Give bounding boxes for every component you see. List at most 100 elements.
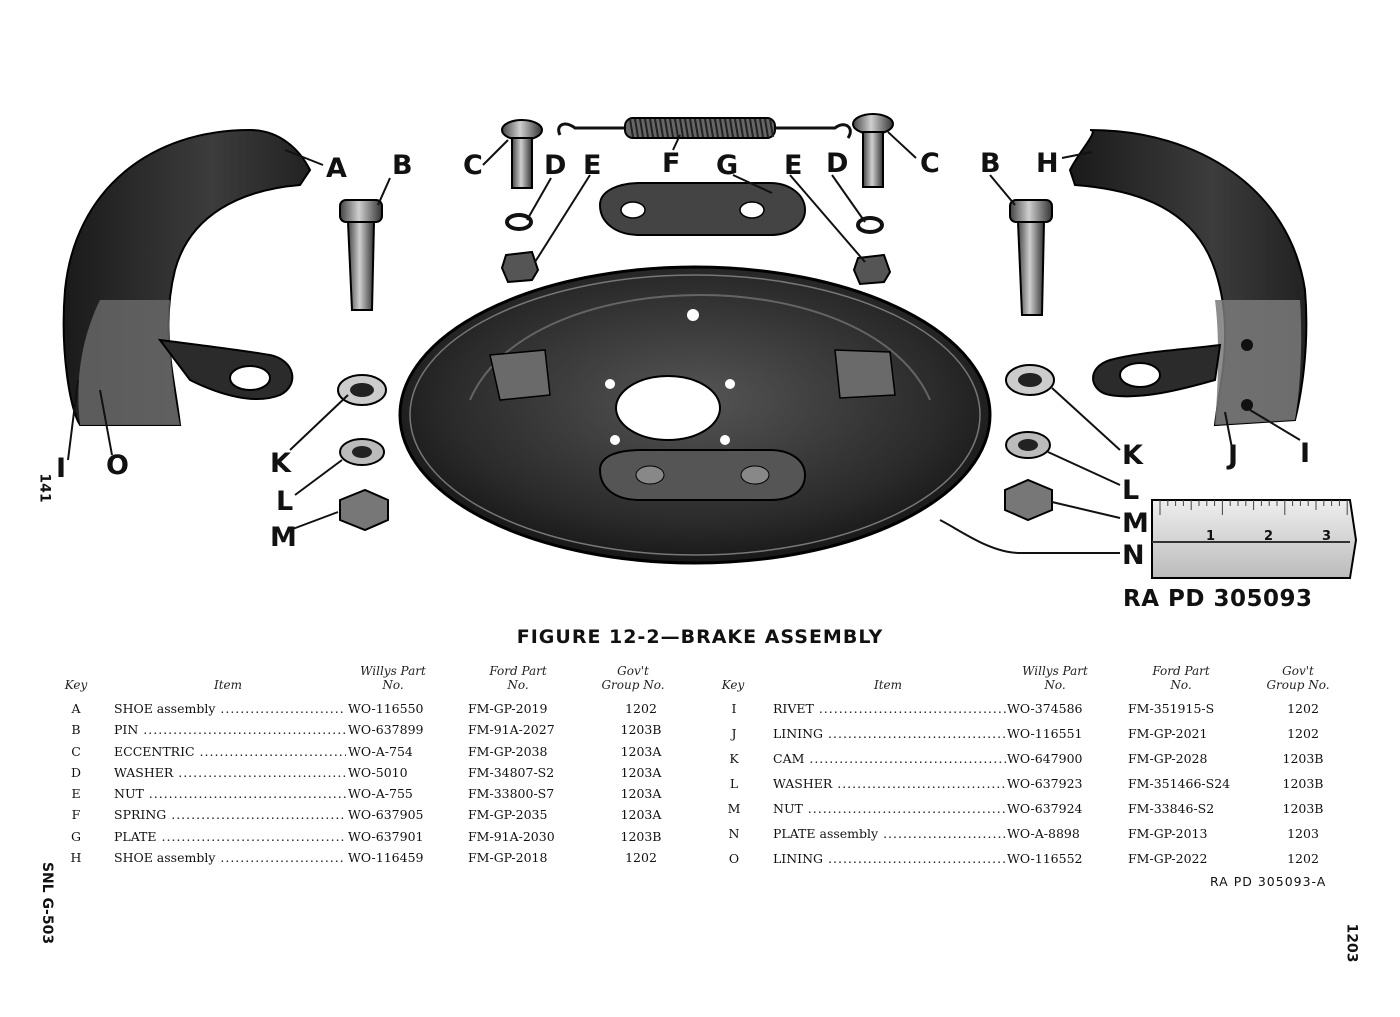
cell-item: SPRING	[114, 807, 346, 822]
backing-plate	[398, 265, 992, 565]
cell-willys: WO-374586	[1007, 701, 1083, 716]
cell-key: J	[731, 726, 737, 741]
cell-willys: WO-A-755	[348, 786, 413, 802]
callout-e-right: E	[784, 150, 803, 181]
parts-table-left: Key Item Willys Part No. Ford Part No. G…	[58, 662, 698, 868]
cell-item: ECCENTRIC	[114, 744, 346, 759]
table-header: Key Item Willys Part No. Ford Part No. G…	[718, 662, 1354, 698]
callout-l-right: L	[1122, 475, 1140, 506]
left-eccentric	[501, 119, 543, 189]
cell-key: I	[731, 701, 737, 716]
cell-govt: 1202	[625, 701, 657, 716]
cell-ford: FM-GP-2019	[468, 701, 548, 716]
cell-item: CAM	[773, 751, 1007, 766]
cell-govt: 1203	[1287, 826, 1319, 841]
cell-willys: WO-637905	[348, 807, 424, 823]
cell-item: NUT	[114, 786, 346, 801]
callout-c-right: C	[920, 148, 940, 179]
right-washer	[1005, 431, 1051, 459]
cell-key: H	[70, 850, 82, 866]
cell-willys: WO-A-754	[348, 743, 413, 759]
cell-key: L	[729, 776, 739, 791]
right-eccentric	[852, 113, 894, 188]
callout-k-left: K	[270, 448, 291, 479]
right-eccentric-nut	[852, 253, 892, 286]
header-item: Item	[873, 678, 903, 692]
callout-i-left: I	[56, 453, 67, 484]
adjusting-plate	[598, 182, 807, 236]
left-cam	[337, 374, 387, 406]
header-item: Item	[213, 678, 243, 692]
figure-title: FIGURE 12-2—BRAKE ASSEMBLY	[516, 626, 884, 648]
left-brake-shoe	[62, 128, 312, 426]
cell-willys: WO-116459	[348, 850, 424, 866]
cell-key: F	[71, 807, 81, 823]
cell-key: O	[728, 851, 740, 866]
leader-lines	[67, 131, 1301, 554]
brake-assembly-illustration: 123	[62, 113, 1358, 579]
callout-i-right: I	[1300, 438, 1311, 469]
cell-key: D	[70, 764, 82, 780]
callout-m-left: M	[270, 522, 297, 553]
callout-d-right: D	[826, 148, 849, 179]
callout-j: J	[1228, 440, 1239, 471]
cell-govt: 1203B	[1282, 751, 1324, 766]
cell-ford: FM-33846-S2	[1128, 801, 1215, 816]
cell-govt: 1202	[1287, 726, 1319, 741]
table-header: Key Item Willys Part No. Ford Part No. G…	[58, 662, 698, 698]
cell-ford: FM-351466-S24	[1128, 776, 1231, 791]
cell-willys: WO-116552	[1007, 851, 1083, 866]
cell-item: SHOE assembly	[114, 850, 346, 865]
cell-ford: FM-GP-2028	[1128, 751, 1208, 766]
cell-item: RIVET	[773, 701, 1007, 716]
cell-key: A	[71, 701, 81, 716]
right-lock-washer	[856, 216, 884, 234]
left-pin	[339, 199, 383, 311]
right-pin	[1009, 199, 1053, 316]
cell-willys: WO-116551	[1007, 726, 1083, 741]
header-govt: Gov't Group No.	[601, 664, 665, 692]
cell-govt: 1203B	[1282, 801, 1324, 816]
header-ford: Ford Part No.	[489, 664, 547, 692]
page-number-right: 1203	[1343, 923, 1360, 963]
cell-item: LINING	[773, 851, 1007, 866]
cell-item: PLATE	[114, 829, 346, 844]
ruler-label: 2	[1264, 529, 1273, 544]
callout-d-left: D	[544, 150, 567, 181]
cell-item: LINING	[773, 726, 1007, 741]
cell-willys: WO-637923	[1007, 776, 1083, 791]
cell-govt: 1203B	[1282, 776, 1324, 791]
cell-govt: 1202	[625, 850, 657, 866]
cell-govt: 1203A	[620, 743, 662, 759]
callout-o: O	[106, 450, 129, 481]
cell-ford: FM-GP-2038	[468, 743, 548, 759]
cell-govt: 1203B	[620, 722, 662, 738]
cell-ford: FM-GP-2018	[468, 850, 548, 866]
cell-item: WASHER	[773, 776, 1007, 791]
cell-ford: FM-91A-2030	[468, 828, 555, 844]
ruler-label: 3	[1322, 529, 1331, 544]
photo-reference: RA PD 305093	[1123, 586, 1313, 612]
cell-item: PLATE assembly	[773, 826, 1007, 841]
cell-govt: 1202	[1287, 701, 1319, 716]
callout-a: A	[326, 153, 347, 184]
callout-b-left: B	[392, 150, 413, 181]
cell-key: N	[728, 826, 740, 841]
cell-key: E	[71, 786, 81, 802]
return-spring	[557, 117, 852, 139]
table-row: H SHOE assemblyWO-116459 FM-GP-2018 1202	[58, 847, 698, 868]
cell-key: K	[729, 751, 739, 766]
right-brake-shoe	[1068, 129, 1308, 427]
left-nut	[339, 488, 389, 532]
